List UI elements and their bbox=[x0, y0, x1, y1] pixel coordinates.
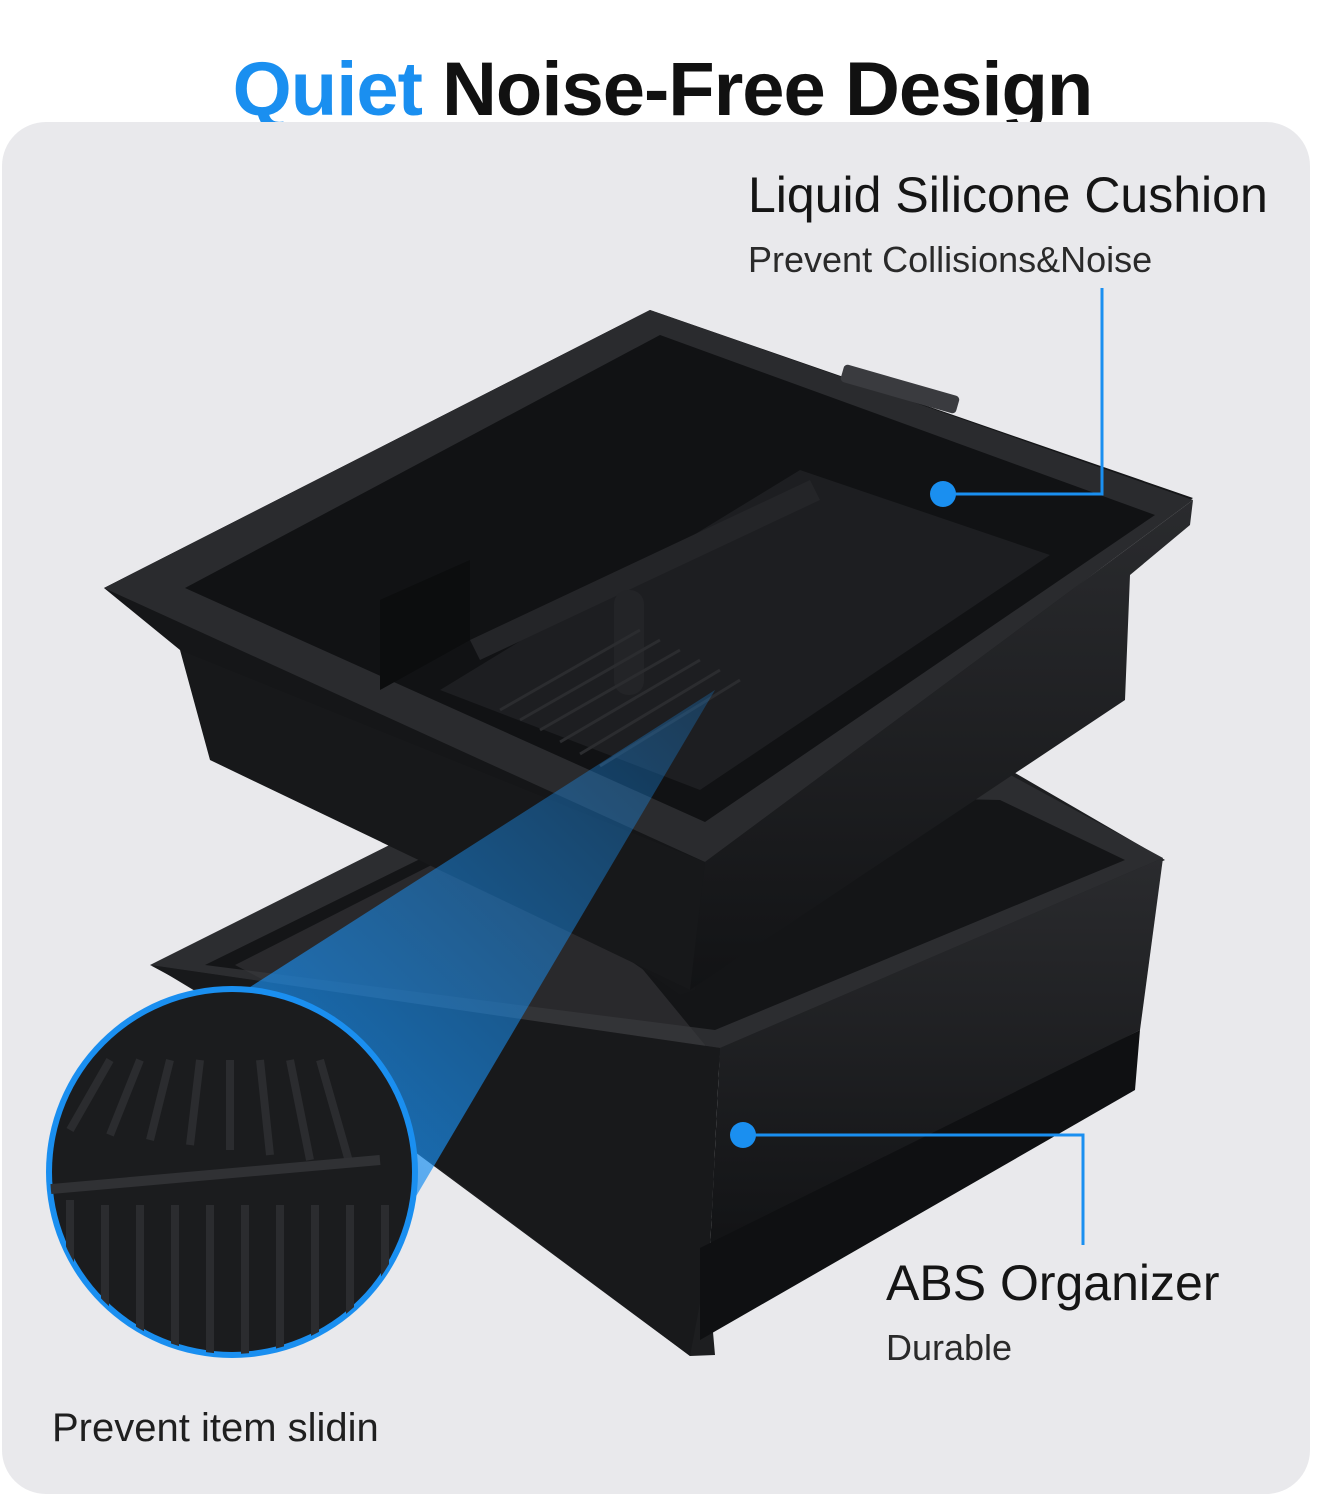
callout-silicone-line bbox=[930, 288, 1104, 507]
abs-organizer-title: ABS Organizer bbox=[886, 1255, 1220, 1311]
callout-abs-line bbox=[730, 1122, 1085, 1245]
zoom-caption: Prevent item slidin bbox=[52, 1406, 379, 1450]
zoom-circle bbox=[46, 986, 418, 1358]
abs-organizer-subtitle: Durable bbox=[886, 1327, 1013, 1368]
headline-rest: Noise-Free Design bbox=[421, 46, 1093, 132]
silicone-cushion-tray bbox=[104, 310, 1193, 995]
silicone-cushion-title: Liquid Silicone Cushion bbox=[748, 167, 1268, 223]
silicone-cushion-subtitle: Prevent Collisions&Noise bbox=[748, 239, 1153, 280]
headline: Quiet Noise-Free Design bbox=[0, 50, 1325, 161]
headline-accent: Quiet bbox=[232, 46, 423, 132]
